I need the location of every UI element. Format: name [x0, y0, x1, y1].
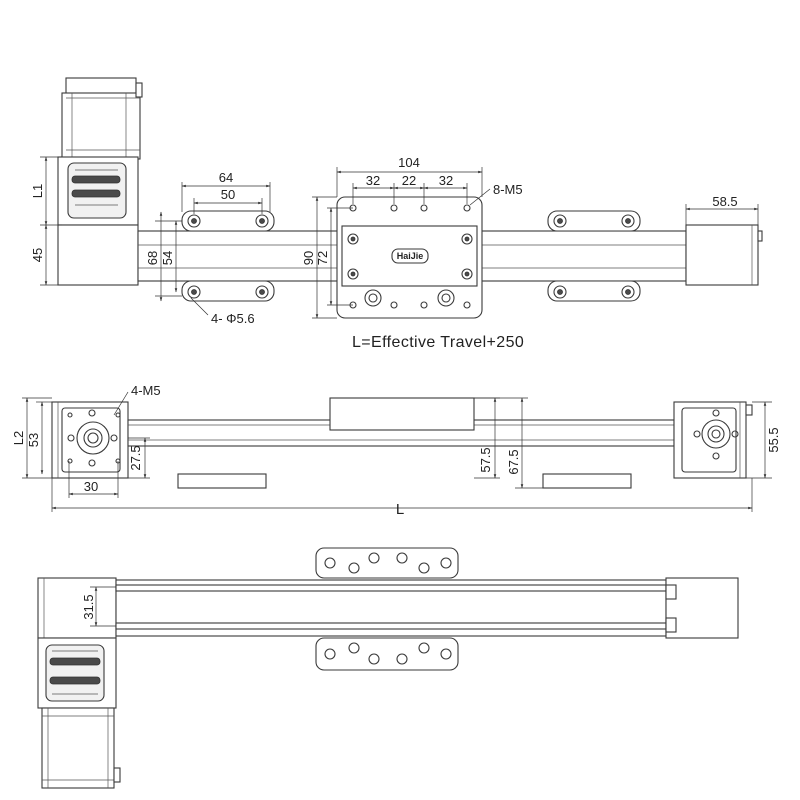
bottom-view: 31.5: [37, 547, 739, 789]
dim-58-5: 58.5: [712, 194, 737, 209]
carriage-top: [336, 196, 483, 319]
thread-callout-4m5: 4-M5: [131, 383, 161, 398]
dim-55-5: 55.5: [766, 427, 781, 452]
dim-53: 53: [26, 433, 41, 447]
brand-label: HaiJie: [397, 251, 424, 261]
idler-end-block-top: [685, 224, 759, 286]
dim-57-5: 57.5: [478, 447, 493, 472]
end-block-left-bottom-view: [37, 577, 117, 639]
dim-30: 30: [84, 479, 98, 494]
carriage-side: [329, 397, 475, 431]
dim-32-left: 32: [366, 173, 380, 188]
dim-68: 68: [145, 251, 160, 265]
carriage-plate-bottom-bottom-view: [315, 637, 459, 671]
coupling-housing-bottom-view: [37, 637, 117, 709]
coupling-housing-top: [57, 156, 139, 226]
thread-callout-8m5: 8-M5: [493, 182, 523, 197]
dim-67-5: 67.5: [506, 449, 521, 474]
dim-31-5: 31.5: [81, 594, 96, 619]
motor-end-block-top: [57, 224, 139, 286]
top-view: HaiJie 104 32 22 32 8-M5 64 50 58.5: [30, 77, 763, 351]
carriage-plate-top-bottom-view: [315, 547, 459, 579]
mount-plate-right-top: [547, 210, 641, 302]
dim-45: 45: [30, 248, 45, 262]
end-block-right-bottom-view: [665, 577, 739, 639]
dim-64: 64: [219, 170, 233, 185]
dim-27-5: 27.5: [128, 445, 143, 470]
dim-104: 104: [398, 155, 420, 170]
stepper-motor-top: [61, 77, 143, 160]
dim-72: 72: [315, 251, 330, 265]
side-view: 4-M5 L2 53 27.5 57.5 67.5 55.5 30: [11, 383, 781, 518]
travel-formula: L=Effective Travel+250: [352, 334, 524, 351]
dim-32-right: 32: [439, 173, 453, 188]
dim-22: 22: [402, 173, 416, 188]
dim-l: L: [396, 501, 404, 518]
dim-90: 90: [301, 251, 316, 265]
hole-callout-4-phi-5-6: 4- Φ5.6: [211, 311, 255, 326]
dim-50: 50: [221, 187, 235, 202]
dim-l2: L2: [11, 431, 26, 445]
mount-plate-right-side: [542, 473, 632, 489]
stepper-motor-bottom-view: [41, 707, 121, 789]
dim-l1: L1: [30, 184, 45, 198]
mount-plate-left-side: [177, 473, 267, 489]
dim-54: 54: [160, 251, 175, 265]
